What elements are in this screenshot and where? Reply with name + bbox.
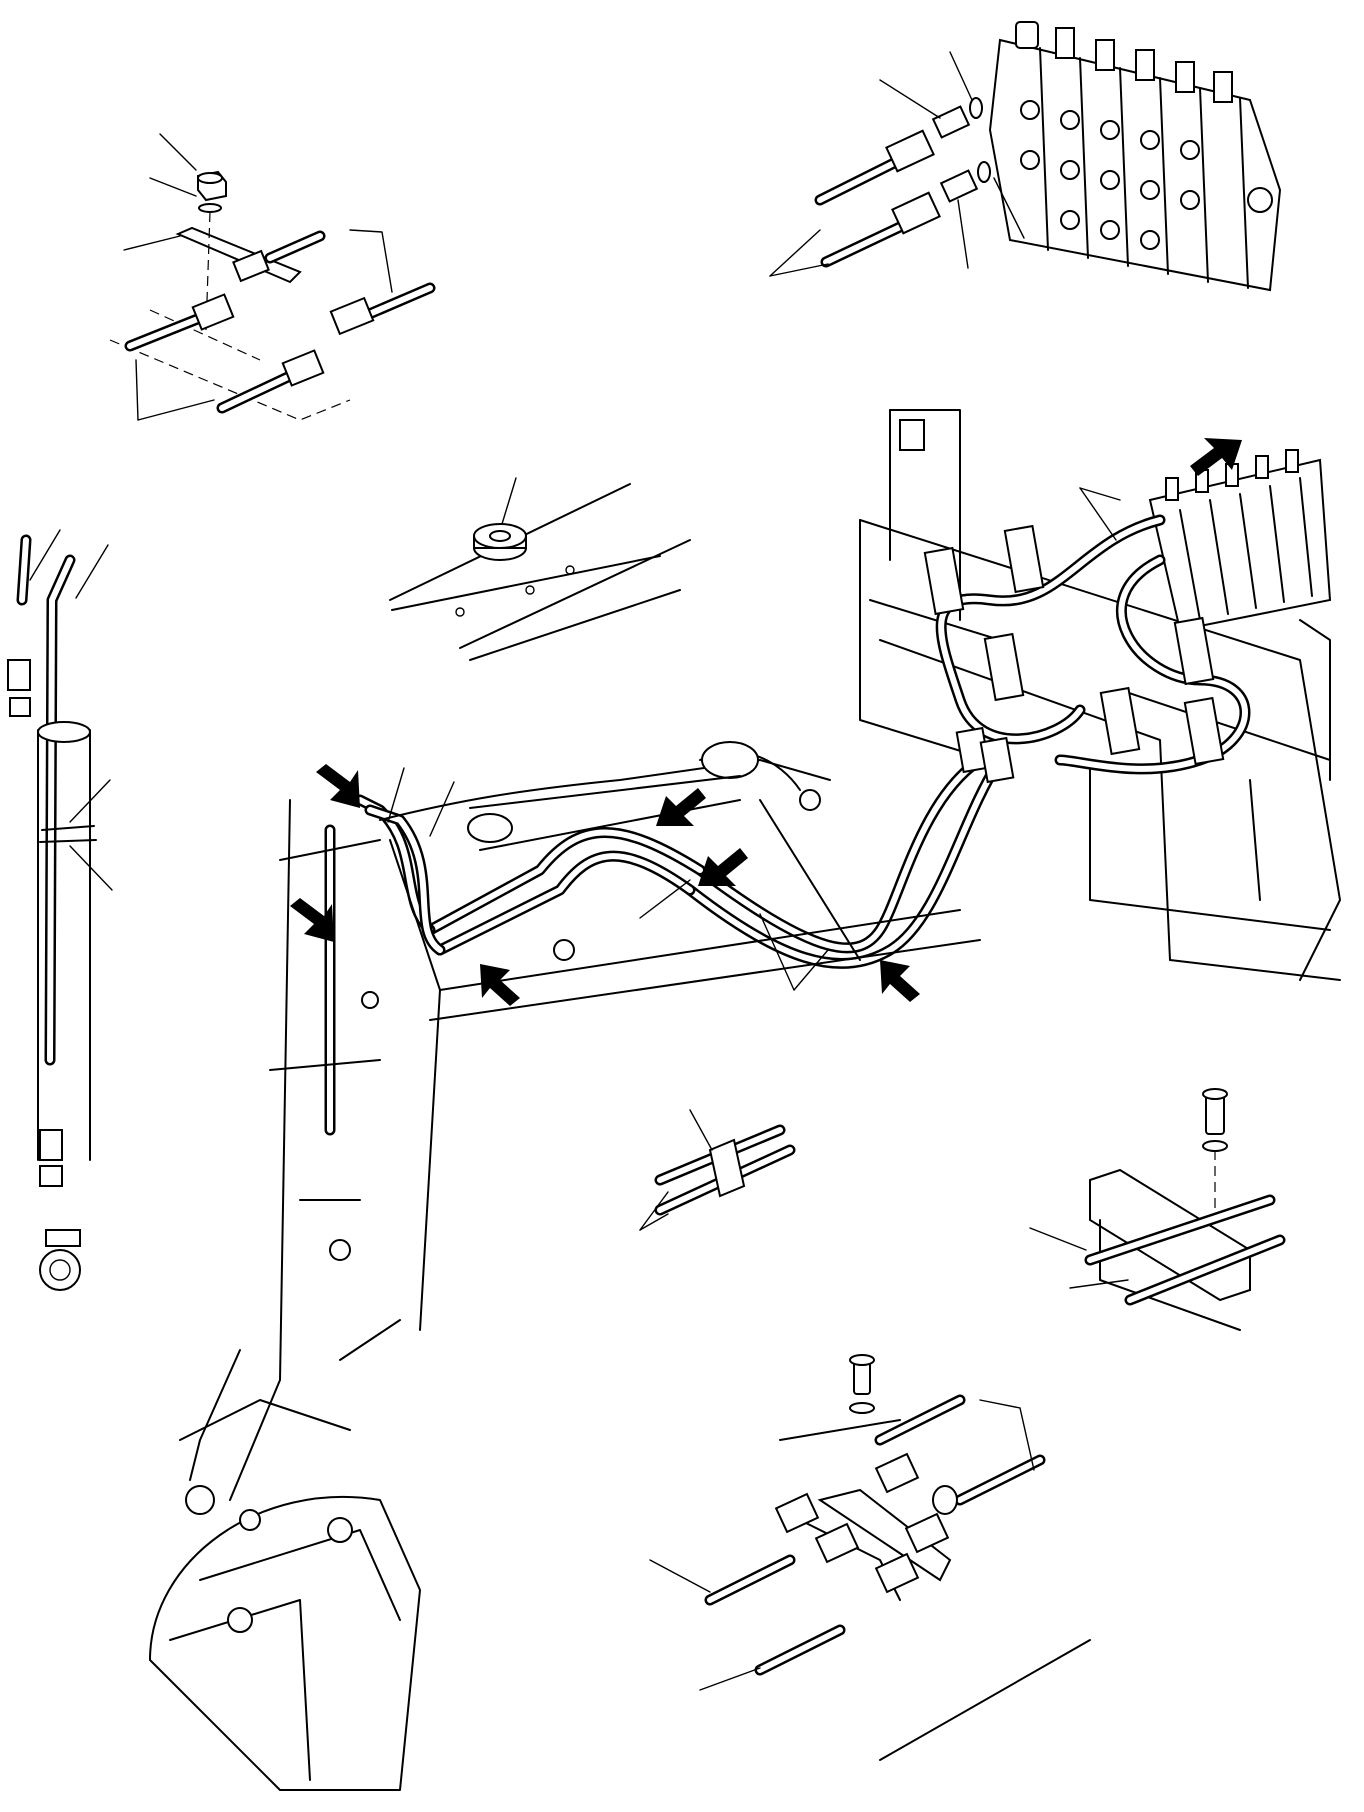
arrow-icon	[698, 848, 748, 886]
detail-clamp-plate-top-left	[109, 133, 436, 421]
arrow-icon	[656, 788, 706, 826]
arrow-icon	[290, 898, 334, 942]
detail-grommet-plate	[389, 477, 691, 661]
arrow-icon	[1190, 438, 1242, 476]
detail-fittings-plate	[649, 1354, 1091, 1761]
boom-leader-lines	[387, 487, 1121, 991]
bucket	[149, 1349, 421, 1791]
detail-bolt-bracket	[1029, 1088, 1286, 1331]
detail-control-valve-top-right	[769, 21, 1282, 292]
arrow-icon	[880, 960, 920, 1002]
arrow-icon	[480, 964, 520, 1006]
nut-part	[197, 170, 227, 213]
location-arrows	[290, 438, 1242, 1006]
arrow-icon	[316, 764, 360, 808]
boom-arm	[379, 741, 981, 1021]
detail-clamp-band	[639, 1109, 796, 1231]
hose-clamps	[923, 524, 1225, 784]
control-valve-assembly	[1148, 449, 1332, 632]
hose-pair-top-left	[124, 230, 436, 414]
cylinder-side-view	[7, 529, 113, 1291]
hose-fittings-top-right	[814, 97, 991, 268]
hose-routing-main	[324, 514, 1251, 1136]
dipper-arm	[229, 799, 441, 1501]
